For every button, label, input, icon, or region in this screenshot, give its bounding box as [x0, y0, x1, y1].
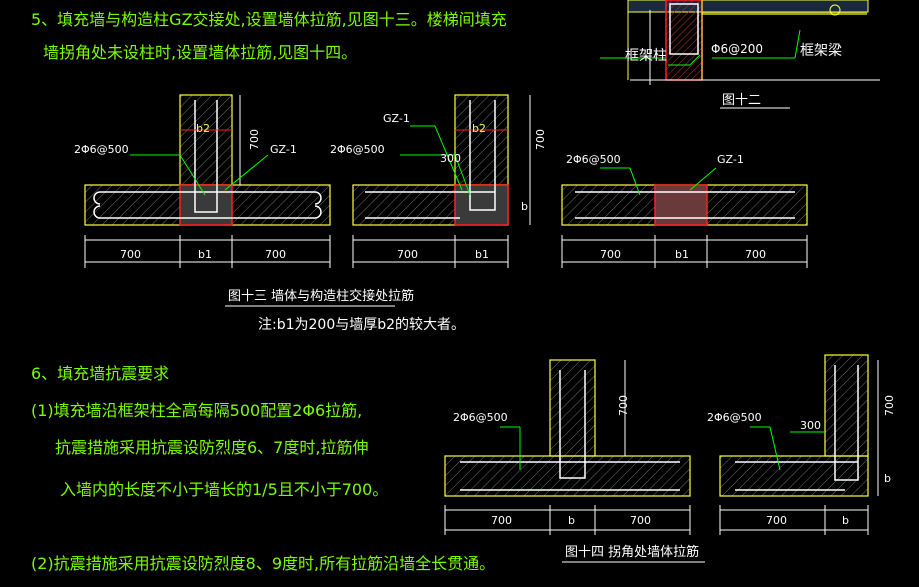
fig13b-300-label: 300	[440, 152, 461, 165]
fig13a-b2-label: b2	[196, 122, 210, 135]
fig14a-dim-3: 700	[630, 514, 651, 527]
note-6-title: 6、填充墙抗震要求	[31, 364, 170, 383]
figure-12: 框架柱 Φ6@200 框架梁 图十二	[600, 0, 880, 109]
figure-14a: 2Φ6@500 700 700 b 700	[444, 359, 691, 535]
fig13c-gz-label: GZ-1	[717, 153, 744, 166]
figure-13b: 2Φ6@500 GZ-1 b2 300 700 b 700 b1	[330, 94, 547, 268]
figure-13c: 2Φ6@500 GZ-1 700 b1 700	[561, 153, 808, 268]
fig12-rebar-label: Φ6@200	[711, 42, 763, 56]
fig13a-dim-2: b1	[198, 248, 212, 261]
fig13a-height-700: 700	[248, 129, 261, 150]
fig13c-dim-3: 700	[745, 248, 766, 261]
note-6-2-line1: (2)抗震措施采用抗震设防烈度8、9度时,所有拉筋沿墙全长贯通。	[31, 554, 496, 573]
fig13-caption: 图十三 墙体与构造柱交接处拉筋	[228, 289, 415, 304]
fig14b-300-label: 300	[800, 419, 821, 432]
fig13b-gz-column	[454, 184, 509, 226]
fig13b-b2-label: b2	[472, 122, 486, 135]
fig13c-dim-2: b1	[675, 248, 689, 261]
fig12-column-rebar	[669, 3, 699, 55]
fig13b-wall-branch	[454, 94, 509, 186]
fig13b-height-700: 700	[534, 129, 547, 150]
fig13a-dim-3: 700	[265, 248, 286, 261]
fig13c-gz-column	[654, 184, 708, 226]
fig12-column	[665, 0, 703, 81]
fig13b-dim-1: 700	[397, 248, 418, 261]
figure-13a: 2Φ6@500 GZ-1 b2 700 700 b1 700	[74, 94, 331, 268]
fig13-note: 注:b1为200与墙厚b2的较大者。	[258, 317, 466, 333]
fig12-beam-label: 框架梁	[800, 43, 842, 59]
note-5-line2: 墙拐角处未设柱时,设置墙体拉筋,见图十四。	[43, 43, 358, 62]
fig14b-height-700: 700	[883, 395, 896, 416]
fig14b-b-label: b	[884, 472, 891, 485]
fig14a-dim-1: 700	[491, 514, 512, 527]
fig14a-dim-2: b	[568, 514, 575, 527]
fig13b-gz-label: GZ-1	[383, 112, 410, 125]
fig13a-dim-1: 700	[120, 248, 141, 261]
fig13b-b-label: b	[521, 200, 528, 213]
fig13c-dim-1: 700	[600, 248, 621, 261]
fig13c-rebar-label: 2Φ6@500	[566, 153, 621, 166]
note-6-1-line3: 入墙内的长度不小于墙长的1/5且不小于700。	[60, 480, 389, 499]
fig14b-dim-2: b	[842, 514, 849, 527]
note-5-line1: 5、填充墙与构造柱GZ交接处,设置墙体拉筋,见图十三。楼梯间填充	[31, 10, 507, 29]
note-6-1-line1: (1)填充墙沿框架柱全高每隔500配置2Φ6拉筋,	[31, 401, 363, 420]
fig13a-wall-branch	[179, 94, 233, 186]
fig12-column-label: 框架柱	[625, 48, 667, 64]
fig13a-gz-label: GZ-1	[270, 143, 297, 156]
note-6-1-line2: 抗震措施采用抗震设防烈度6、7度时,拉筋伸	[55, 438, 369, 457]
fig14b-wall-branch	[824, 354, 869, 457]
figure-14b: 2Φ6@500 300 700 b 700 b	[707, 354, 896, 535]
fig14-caption: 图十四 拐角处墙体拉筋	[565, 545, 700, 560]
fig13a-rebar-label: 2Φ6@500	[74, 143, 129, 156]
fig14a-height-700: 700	[617, 395, 630, 416]
fig13b-dim-2: b1	[475, 248, 489, 261]
fig13b-rebar-label: 2Φ6@500	[330, 143, 385, 156]
fig13a-gz-column	[179, 184, 233, 226]
fig14b-rebar-label: 2Φ6@500	[707, 411, 762, 424]
fig14a-rebar-label: 2Φ6@500	[453, 411, 508, 424]
fig12-caption: 图十二	[722, 93, 761, 108]
fig14a-wall-branch	[549, 359, 596, 457]
fig14b-dim-1: 700	[766, 514, 787, 527]
